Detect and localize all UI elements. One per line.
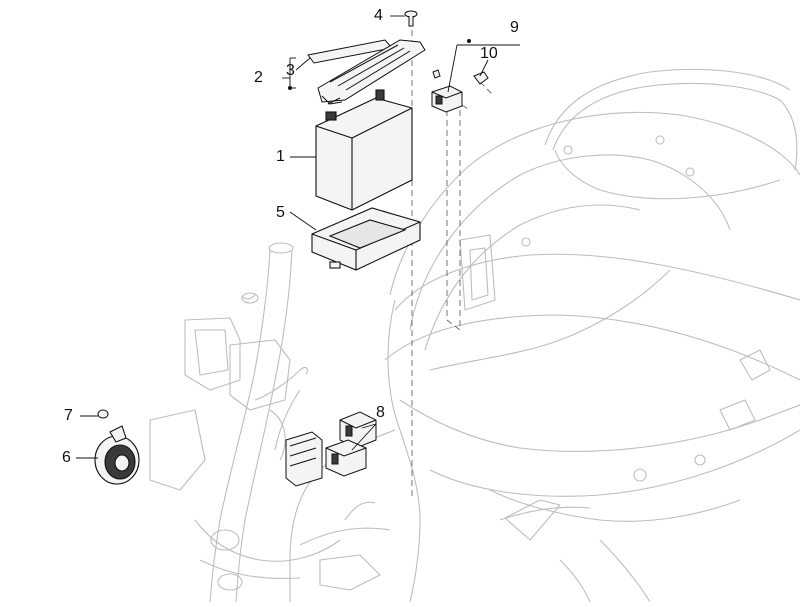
callout-6: 6 bbox=[62, 449, 71, 466]
callout-3: 3 bbox=[286, 62, 295, 79]
screw-part bbox=[404, 10, 418, 27]
alignment-lines bbox=[411, 20, 493, 500]
battery-bracket-part bbox=[317, 39, 426, 105]
relay-block-part bbox=[285, 411, 377, 487]
leader-lines bbox=[76, 15, 520, 459]
callout-2: 2 bbox=[254, 69, 263, 86]
callout-4: 4 bbox=[374, 7, 383, 24]
battery-tray-part bbox=[311, 207, 421, 271]
nut-part bbox=[97, 409, 109, 419]
callout-8: 8 bbox=[376, 404, 385, 421]
callout-1: 1 bbox=[276, 148, 285, 165]
scooter-body-ghost bbox=[149, 68, 800, 603]
battery-part bbox=[315, 89, 413, 211]
leader-dots bbox=[288, 39, 471, 90]
callout-5: 5 bbox=[276, 204, 285, 221]
callout-10: 10 bbox=[480, 45, 498, 62]
callout-9: 9 bbox=[510, 19, 519, 36]
callout-7: 7 bbox=[64, 407, 73, 424]
relay-part bbox=[431, 69, 489, 113]
horn-part bbox=[94, 425, 140, 485]
